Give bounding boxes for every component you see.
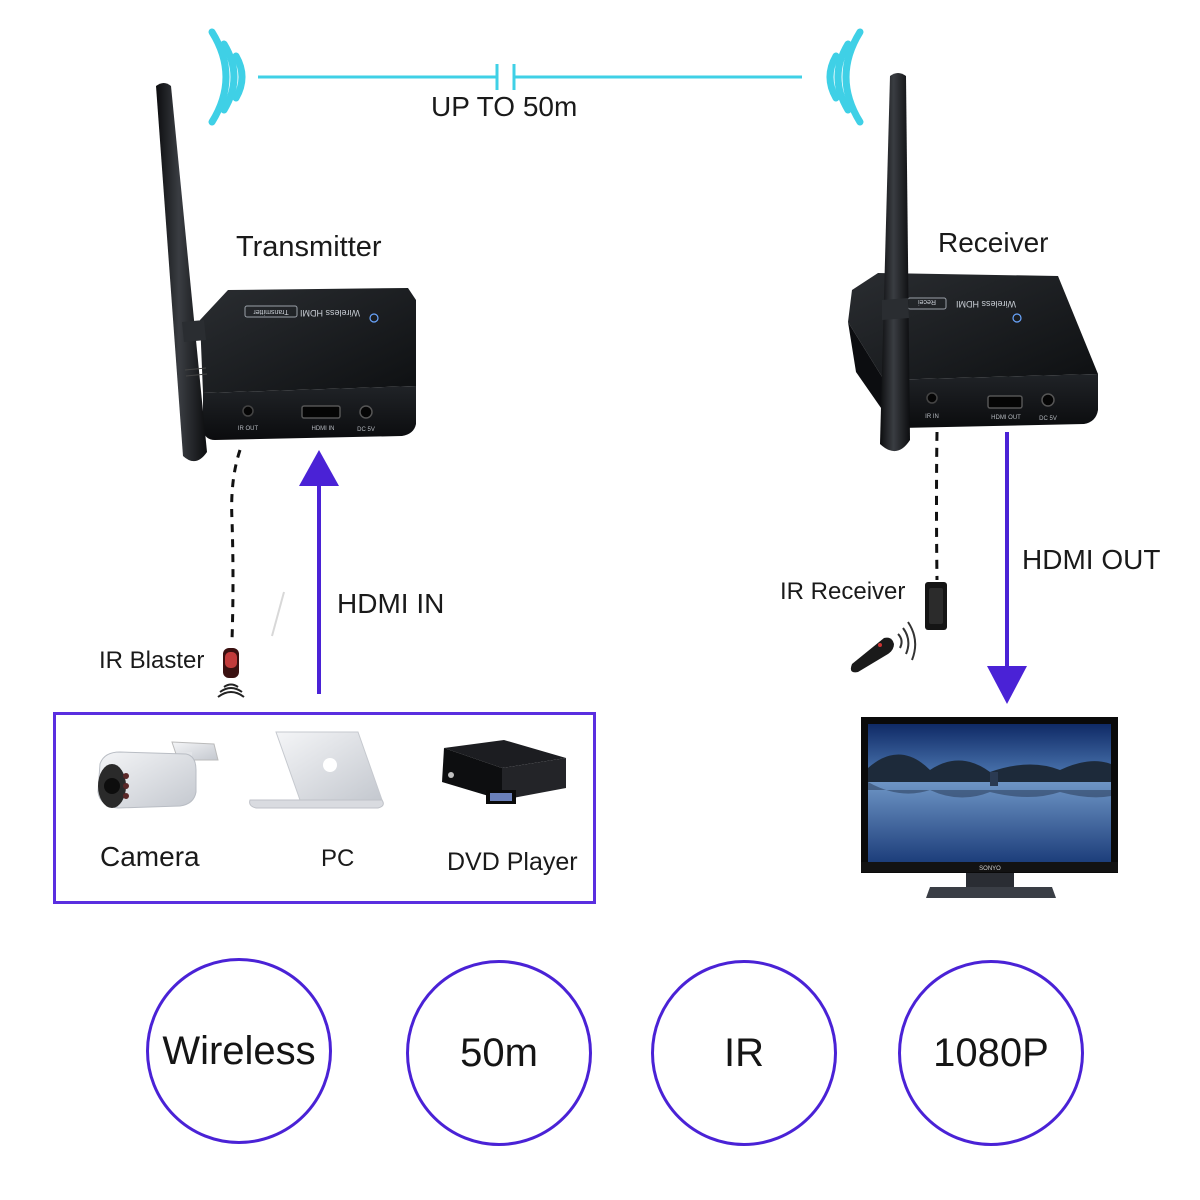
- ir-receiver-cable: [925, 431, 947, 630]
- receiver-title: Receiver: [938, 227, 1049, 258]
- ir-in-port: [926, 392, 938, 404]
- hdmi-out-label: HDMI OUT: [1022, 544, 1161, 575]
- port-label: IR IN: [925, 414, 939, 420]
- monitor-icon: SONYO: [861, 717, 1118, 898]
- transmitter-device: Transmitter Wireless HDMI IR OUT HDMI IN…: [156, 83, 416, 462]
- port-label: DC 5V: [357, 427, 375, 433]
- hdmi-in-arrow: [299, 450, 339, 694]
- ir-blaster-label: IR Blaster: [99, 647, 205, 674]
- hdmi-in-port: [301, 405, 341, 419]
- ir-out-port: [242, 405, 254, 417]
- dc-port: [1041, 393, 1055, 407]
- receiver-device-text: Wireless HDMI: [956, 299, 1016, 309]
- feature-circle-range: 50m: [406, 960, 592, 1146]
- monitor-brand: SONYO: [979, 866, 1001, 872]
- hdmi-out-arrow: [987, 432, 1027, 704]
- camera-icon: [97, 741, 219, 809]
- port-label: IR OUT: [238, 426, 259, 432]
- range-label: UP TO 50m: [431, 91, 578, 122]
- feature-label: 50m: [460, 1030, 538, 1075]
- receiver-antenna-icon: [880, 73, 910, 452]
- feature-label: IR: [724, 1030, 764, 1075]
- remote-control-icon: [850, 621, 917, 673]
- feature-label: Wireless: [162, 1028, 316, 1073]
- stray-mark: [271, 591, 285, 637]
- hdmi-in-label: HDMI IN: [337, 588, 445, 619]
- dvd-player-icon: [442, 740, 566, 804]
- source-label-camera: Camera: [100, 841, 200, 872]
- ir-blaster-waves-icon: [217, 683, 245, 698]
- hdmi-out-port: [987, 395, 1023, 409]
- transmitter-antenna-icon: [156, 83, 208, 462]
- transmitter-badge-text: Transmitter: [253, 308, 289, 315]
- feature-circle-ir: IR: [651, 960, 837, 1146]
- port-label: DC 5V: [1039, 416, 1057, 422]
- wireless-link: [208, 28, 864, 126]
- feature-circle-resolution: 1080P: [898, 960, 1084, 1146]
- port-label: HDMI IN: [312, 426, 335, 432]
- receiver-device: Recei Wireless HDMI IR IN HDMI OUT DC 5V: [848, 73, 1098, 452]
- ir-receiver-label: IR Receiver: [780, 578, 906, 605]
- laptop-icon: [249, 731, 384, 809]
- transmitter-title: Transmitter: [236, 231, 382, 263]
- source-devices-box: [53, 712, 596, 904]
- feature-label: 1080P: [933, 1030, 1049, 1075]
- transmitter-device-text: Wireless HDMI: [300, 308, 360, 318]
- dc-port: [359, 405, 373, 419]
- source-label-pc: PC: [321, 845, 355, 872]
- port-label: HDMI OUT: [991, 415, 1021, 421]
- signal-waves-left-icon: [208, 28, 246, 126]
- receiver-badge-text: Recei: [918, 298, 936, 305]
- feature-circle-wireless: Wireless: [146, 958, 332, 1144]
- ir-blaster-cable: [223, 449, 242, 678]
- signal-waves-right-icon: [826, 28, 864, 126]
- source-label-dvd-player: DVD Player: [447, 848, 578, 876]
